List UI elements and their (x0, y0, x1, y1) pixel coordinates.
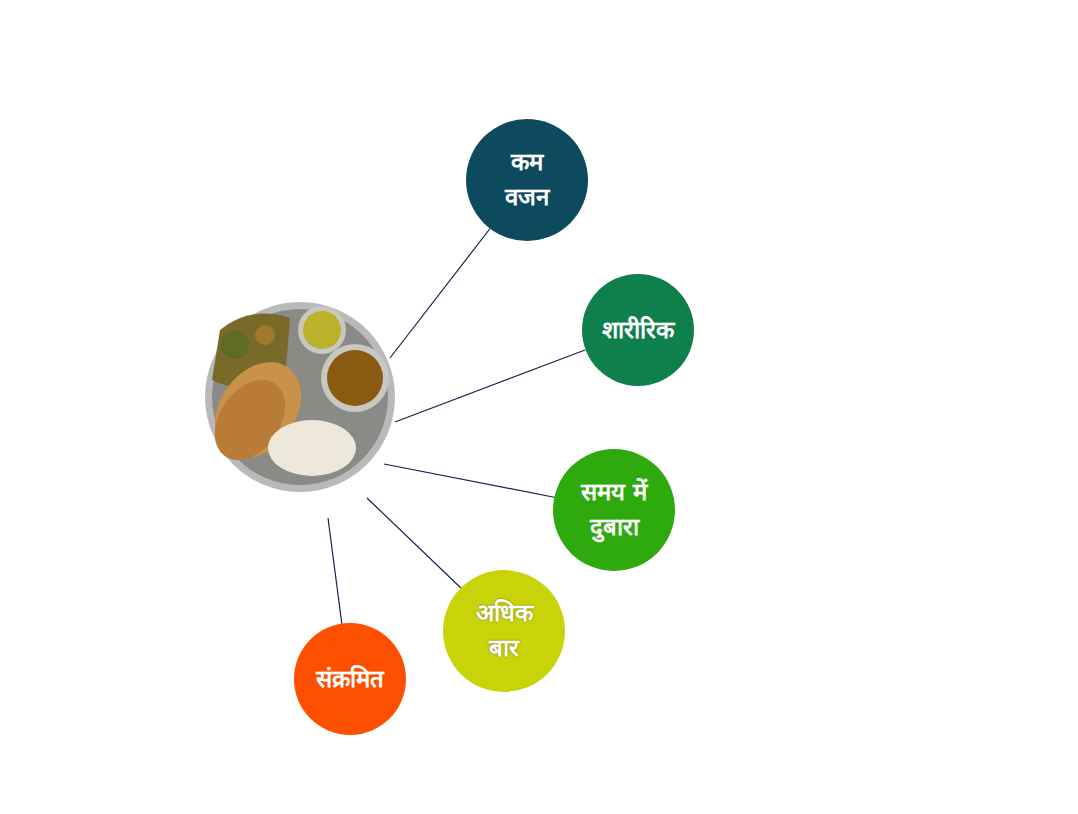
topic-label: अधिक बार (462, 596, 546, 666)
leader-line (367, 498, 463, 590)
topic-label: संक्रमित (316, 662, 384, 697)
sabzi-piece (255, 325, 275, 345)
topic-circle: अधिक बार (443, 570, 565, 692)
topic-circle: शारीरिक (582, 274, 694, 386)
topic-circle: संक्रमित (294, 623, 406, 735)
katori (298, 306, 346, 354)
leader-line (390, 226, 492, 358)
sabzi-piece (221, 331, 249, 359)
dal (327, 350, 383, 406)
rice (268, 420, 356, 476)
leader-line (328, 518, 342, 625)
katori (321, 344, 389, 412)
food-plate (197, 302, 395, 492)
topic-label: कम वजन (485, 145, 569, 215)
kadhi (303, 311, 341, 349)
leader-line (395, 350, 585, 422)
topic-circle: कम वजन (466, 119, 588, 241)
topic-label: शारीरिक (602, 313, 674, 348)
leader-line (384, 464, 558, 498)
topic-label: समय में दुबारा (572, 475, 656, 545)
topic-circle: समय में दुबारा (553, 449, 675, 571)
